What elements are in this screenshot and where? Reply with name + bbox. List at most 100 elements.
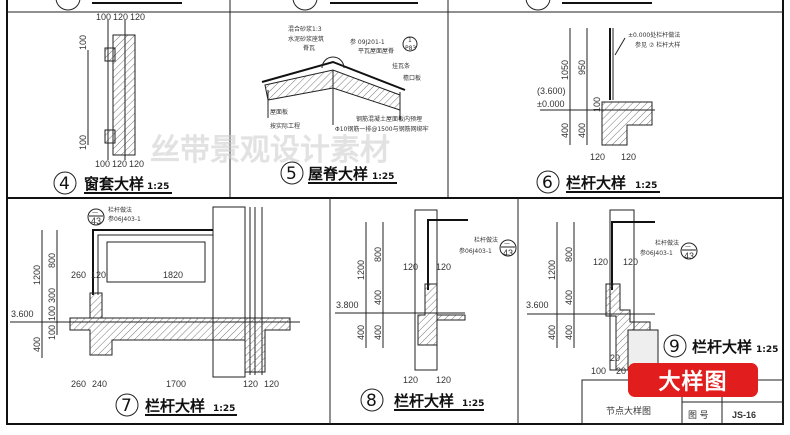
note: 参见 ⑦ 栏杆大样 (635, 41, 680, 49)
drawing-no-label: 图 号 (688, 410, 709, 420)
detail-drawing-badge: 大样图 (628, 363, 758, 397)
note: ±0.000处栏杆做法 (628, 31, 680, 39)
detail-scale: 1:25 (756, 345, 778, 355)
note: 参 09J201-1 (350, 38, 385, 46)
dim-label: 800 (564, 247, 574, 262)
detail-7-railing: 1200 800 300 100 100 400 3.600 260 120 1… (10, 206, 300, 417)
detail-number: 9 (669, 337, 680, 357)
ref-label: 栏杆做法 (474, 236, 498, 244)
dim-label: 1050 (560, 60, 570, 80)
note: 挂瓦条 (392, 62, 410, 70)
dim-label: (3.600) (537, 86, 566, 96)
dim-label: 100 (96, 12, 111, 22)
dim-label: 300 (47, 288, 57, 303)
dim-label: 120 (113, 12, 128, 22)
ref-bottom: 43 (684, 251, 694, 261)
note: Φ10钢筋一排@1500与钢筋网绑牢 (335, 125, 429, 133)
note: 脊瓦 (303, 44, 315, 52)
detail-number: 6 (542, 173, 553, 193)
dim-label: 120 (91, 270, 106, 280)
detail-title: 窗套大样 (84, 175, 144, 193)
dim-label: 1200 (32, 265, 42, 285)
dim-label: 120 (623, 257, 638, 267)
dim-label: 120 (436, 375, 451, 385)
ref-std: 参06J403-1 (640, 249, 673, 257)
detail-6-railing: 1050 950 (3.600) ±0.000 100 400 400 120 … (536, 28, 680, 194)
ref-top: — (504, 240, 510, 247)
ref-top: — (92, 209, 98, 216)
dim-label: 400 (564, 290, 574, 305)
ref-bottom: 43 (503, 248, 513, 258)
detail-5-roof-ridge: 混合砂浆1:3 水泥砂浆座筑 脊瓦 参 09J201-1 平瓦屋面屋脊 1 P8… (261, 25, 429, 185)
detail-scale: 1:25 (213, 404, 235, 414)
dim-label: 800 (373, 247, 383, 262)
detail-title: 栏杆大样 (145, 397, 205, 415)
dim-label: 120 (436, 262, 451, 272)
note: 混合砂浆1:3 (288, 25, 322, 33)
dim-label: 400 (577, 123, 587, 138)
note: 钢筋混凝土屋面板内预埋 (356, 115, 422, 123)
dim-label: 400 (373, 325, 383, 340)
dim-label: 100 (47, 306, 57, 321)
dim-label: 120 (112, 159, 127, 169)
ref-top: — (685, 243, 691, 250)
detail-scale: 1:25 (635, 181, 657, 191)
ref-std: 参06J403-1 (108, 215, 141, 223)
dim-label: 3.600 (11, 309, 34, 319)
dim-label: 120 (243, 379, 258, 389)
dim-label: 120 (590, 152, 605, 162)
dim-label: 100 (592, 97, 602, 112)
dim-label: 400 (32, 337, 42, 352)
dim-label: 1700 (166, 379, 186, 389)
detail-number: 4 (59, 174, 70, 194)
dim-label: 100 (78, 135, 88, 150)
drawing-no: JS-16 (732, 410, 756, 420)
detail-number: 7 (121, 396, 132, 416)
dim-label: 400 (373, 290, 383, 305)
dim-label: 100 (47, 325, 57, 340)
dim-label: 400 (547, 325, 557, 340)
dim-label: 120 (130, 12, 145, 22)
dim-label: 120 (621, 152, 636, 162)
dim-label: 800 (47, 253, 57, 268)
dim-label: 100 (591, 366, 606, 376)
ref-bottom: 43 (91, 216, 101, 226)
detail-title: 栏杆大样 (394, 392, 454, 410)
detail-number: 8 (366, 391, 377, 411)
dim-label: 120 (403, 262, 418, 272)
dim-label: 3.600 (526, 300, 549, 310)
dim-label: 120 (264, 379, 279, 389)
dim-label: 400 (560, 123, 570, 138)
detail-title: 栏杆大样 (566, 174, 626, 192)
dim-label: 100 (95, 159, 110, 169)
note: 平瓦屋面屋脊 (358, 47, 394, 55)
dim-label: 1820 (163, 270, 183, 280)
dim-label: ±0.000 (537, 99, 564, 109)
note: 1 (408, 37, 412, 44)
detail-title: 屋脊大样 (308, 165, 368, 183)
dim-label: 120 (593, 257, 608, 267)
dim-label: 260 (71, 270, 86, 280)
detail-title: 栏杆大样 (692, 338, 752, 356)
dim-label: 950 (577, 60, 587, 75)
detail-9-railing: 1200 800 400 400 400 3.600 120 120 100 2… (526, 209, 778, 376)
dim-label: 240 (92, 379, 107, 389)
dim-label: 120 (129, 159, 144, 169)
dim-label: 260 (71, 379, 86, 389)
detail-4-window-surround: 100 120 120 100 120 120 100 100 4 窗套大样 1… (53, 12, 172, 195)
dim-label: 400 (564, 325, 574, 340)
note: 按实际工程 (270, 122, 300, 130)
watermark: 丝带景观设计素材 (150, 133, 390, 168)
ref-label: 栏杆做法 (655, 239, 679, 247)
detail-scale: 1:25 (372, 172, 394, 182)
detail-8-railing: 1200 800 400 400 400 3.800 120 120 120 1… (335, 209, 517, 412)
note: P83 (405, 45, 416, 52)
sheet-frame (6, 0, 784, 425)
dim-label: 120 (403, 375, 418, 385)
note: 檐口板 (403, 74, 421, 82)
dim-label: 400 (356, 325, 366, 340)
note: 屋面板 (270, 108, 288, 116)
drawing-name: 节点大样图 (606, 405, 651, 416)
dim-label: 3.800 (336, 300, 359, 310)
dim-label: 100 (78, 35, 88, 50)
